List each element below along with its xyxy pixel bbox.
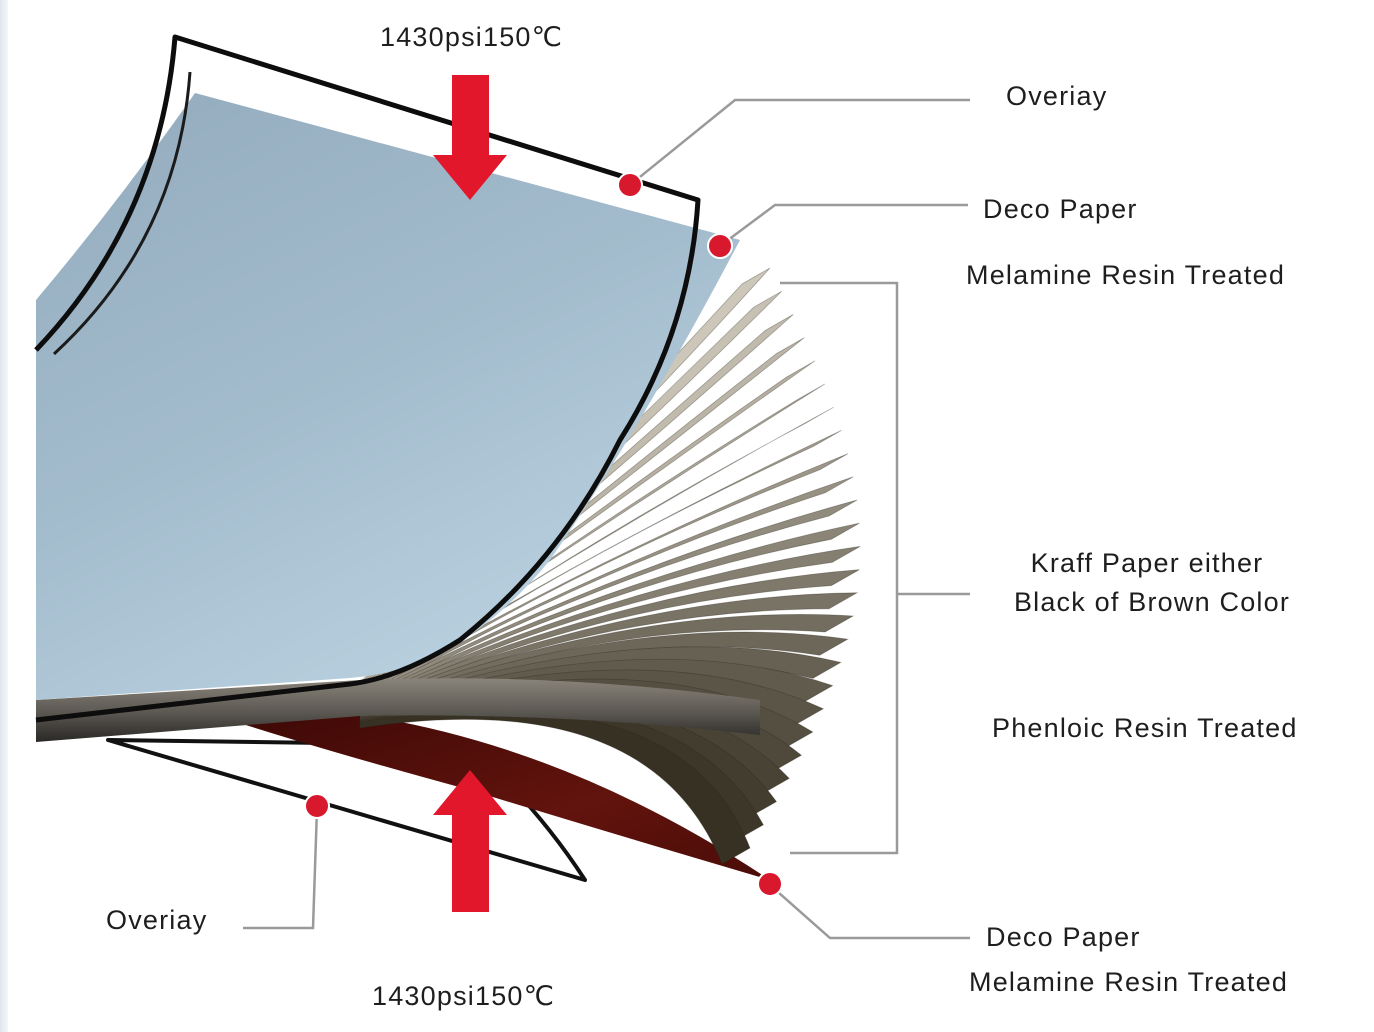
- bottom-pressure-label: 1430psi150℃: [372, 981, 556, 1011]
- overlay-top-label: Overiay: [1006, 81, 1108, 111]
- melamine-bottom-label: Melamine Resin Treated: [969, 967, 1289, 997]
- kraft-sheet: [359, 546, 861, 708]
- kraft-sheet: [359, 499, 858, 705]
- leader-lines: [243, 98, 970, 940]
- bottom-deco-paper-sheet: [230, 712, 770, 880]
- leader-kraft-bracket: [780, 281, 899, 855]
- deco-paper-top-label: Deco Paper: [983, 194, 1138, 224]
- top-pressure-arrow: [433, 75, 507, 200]
- marker-deco-bottom: [757, 871, 783, 897]
- kraft-sheet: [359, 476, 854, 704]
- kraft-sheet: [359, 569, 860, 710]
- overlay-bottom-label: Overiay: [106, 905, 208, 935]
- bottom-pressure-arrow: [433, 770, 507, 912]
- leader-deco-bottom: [769, 884, 970, 940]
- top-deco-paper-sheet: [36, 93, 740, 700]
- leader-overlay-bottom: [243, 807, 319, 930]
- deco-paper-bottom-label: Deco Paper: [986, 922, 1141, 952]
- top-overlay-inner-edge: [52, 71, 192, 356]
- phenolic-label: Phenloic Resin Treated: [992, 713, 1298, 743]
- kraft-paper-label-line1: Kraff Paper either: [1030, 548, 1264, 578]
- kraft-paper-label-line2: Black of Brown Color: [1013, 587, 1291, 617]
- top-overlay-sheet: [34, 34, 701, 723]
- top-pressure-label: 1430psi150℃: [380, 22, 564, 52]
- marker-overlay-bottom: [304, 793, 330, 819]
- marker-deco-top: [707, 233, 733, 259]
- core-stack-edge: [36, 678, 760, 742]
- kraft-sheet: [359, 453, 849, 702]
- leader-overlay-top: [629, 98, 970, 186]
- leader-deco-top: [719, 203, 968, 248]
- kraft-sheet: [359, 522, 860, 707]
- melamine-top-label: Melamine Resin Treated: [966, 260, 1286, 290]
- markers: [304, 172, 783, 897]
- left-frame-edge: [0, 0, 8, 1032]
- marker-overlay-top: [617, 172, 643, 198]
